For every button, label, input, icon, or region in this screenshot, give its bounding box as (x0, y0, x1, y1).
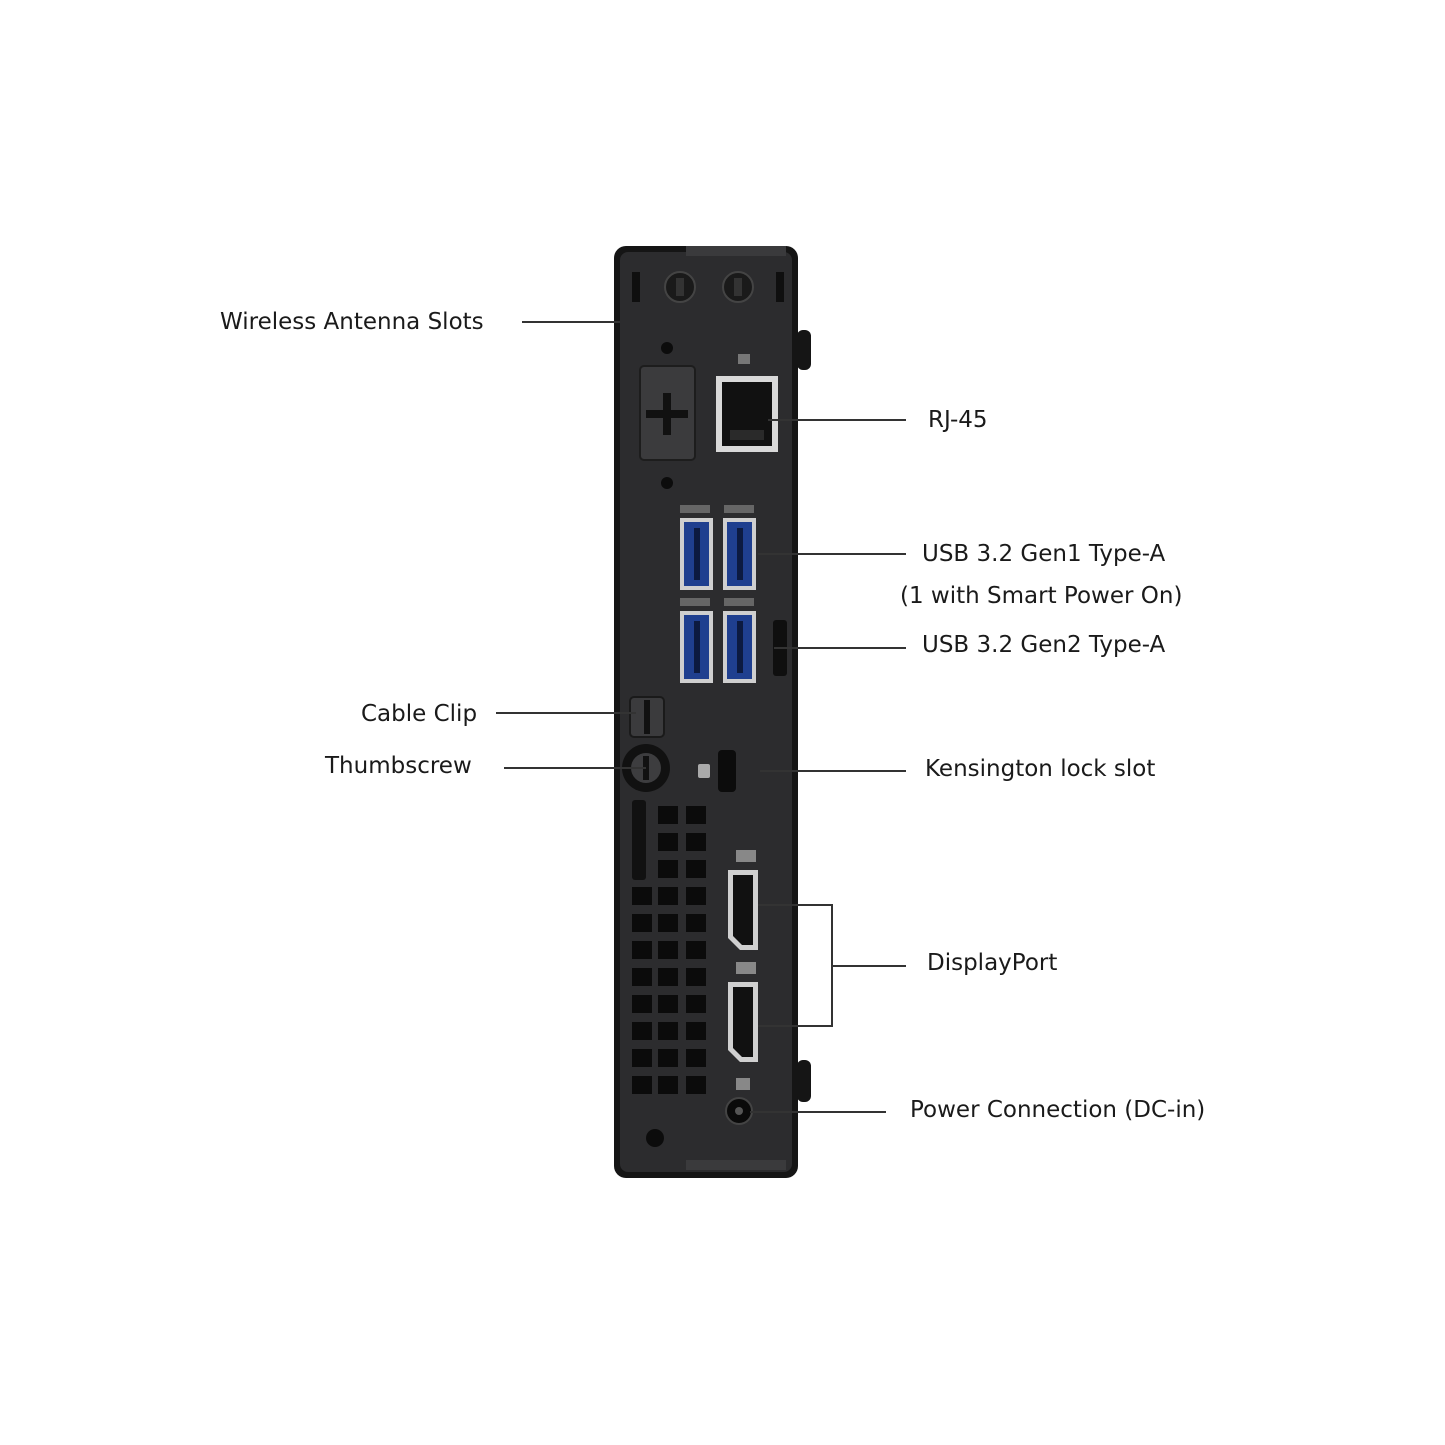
vent-hole (658, 860, 678, 878)
label-wireless-antenna-slots: Wireless Antenna Slots (220, 309, 484, 335)
label-thumbscrew: Thumbscrew (325, 753, 472, 779)
vent-hole (686, 968, 706, 986)
antenna-slots (632, 271, 784, 303)
vent-hole (686, 1022, 706, 1040)
cable-clip (629, 696, 665, 738)
dc-in-port (725, 1078, 753, 1125)
vent-hole (632, 914, 652, 932)
label-rj45: RJ-45 (928, 407, 988, 433)
label-usb-gen1: USB 3.2 Gen1 Type-A (922, 541, 1166, 567)
vent-hole (658, 914, 678, 932)
label-displayport: DisplayPort (927, 950, 1058, 976)
vent-hole (658, 1076, 678, 1094)
vent-hole (632, 968, 652, 986)
vent-hole (686, 1049, 706, 1067)
vent-hole (686, 806, 706, 824)
option-port-cover (639, 342, 696, 489)
vent-hole (632, 887, 652, 905)
label-usb-gen2: USB 3.2 Gen2 Type-A (922, 632, 1166, 658)
vent-hole (686, 833, 706, 851)
displayport-ports (728, 850, 758, 1062)
vent-hole (658, 1022, 678, 1040)
leader-lines (496, 321, 906, 1113)
vent-hole (632, 941, 652, 959)
vent-hole (632, 995, 652, 1013)
vent-hole (686, 941, 706, 959)
kensington-lock (698, 750, 736, 792)
screw-hole (646, 1129, 664, 1147)
vent-hole (632, 1076, 652, 1094)
vent-hole (632, 1049, 652, 1067)
usb-gen1-ports (680, 505, 756, 590)
vent-hole (658, 806, 678, 824)
vent-hole (686, 914, 706, 932)
vent-hole (686, 887, 706, 905)
rj45-port (716, 354, 778, 452)
usb-gen2-ports (680, 598, 787, 683)
vent-hole (658, 887, 678, 905)
vent-grille (632, 806, 706, 1094)
vent-hole (686, 995, 706, 1013)
vent-hole (686, 1076, 706, 1094)
vent-hole (658, 941, 678, 959)
label-cable-clip: Cable Clip (361, 701, 478, 727)
vent-slot (632, 800, 646, 880)
vent-hole (686, 860, 706, 878)
label-power-connection: Power Connection (DC-in) (910, 1097, 1206, 1123)
label-kensington-lock-slot: Kensington lock slot (925, 756, 1156, 782)
label-usb-gen1-note: (1 with Smart Power On) (900, 583, 1183, 609)
vent-hole (658, 833, 678, 851)
vent-hole (658, 995, 678, 1013)
vent-hole (632, 1022, 652, 1040)
vent-hole (658, 1049, 678, 1067)
vent-hole (658, 968, 678, 986)
